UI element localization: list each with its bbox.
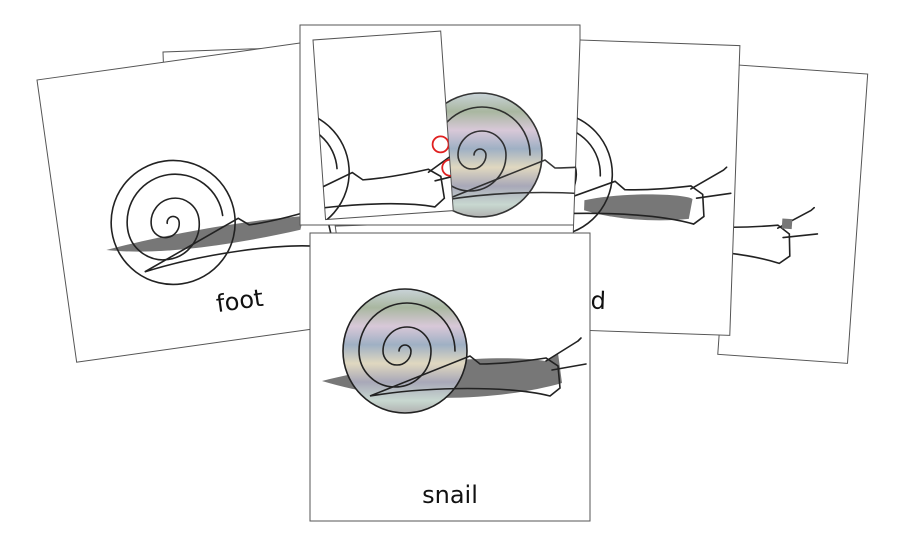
card-head[interactable]: ad bbox=[483, 37, 741, 336]
shell-highlight bbox=[343, 289, 467, 413]
eye-circle bbox=[431, 135, 450, 154]
card-snail[interactable]: snail bbox=[309, 232, 591, 522]
card-label: snail bbox=[422, 481, 478, 509]
tentacle-highlight bbox=[781, 218, 793, 230]
card-label: foot bbox=[214, 284, 265, 318]
foot-highlight bbox=[106, 216, 304, 252]
card-eyes[interactable] bbox=[216, 30, 472, 238]
